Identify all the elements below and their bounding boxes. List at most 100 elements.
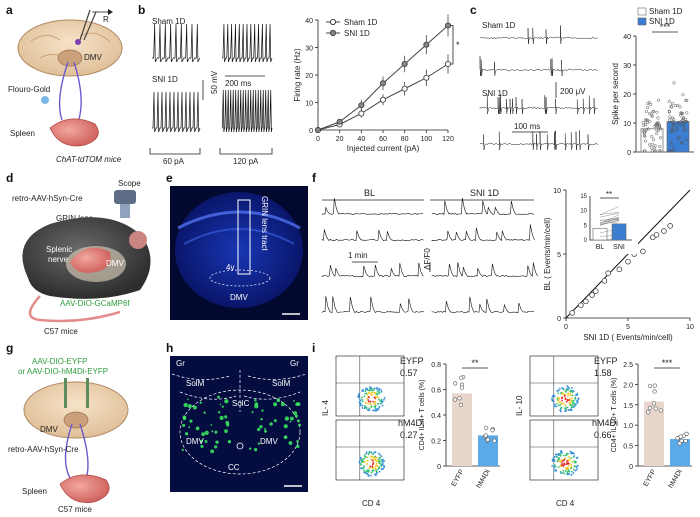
flow-il4-eyfp-event (367, 400, 370, 403)
f-inset-pair (599, 235, 620, 237)
flow-il4-hm4di-event (378, 466, 380, 469)
c-dot (674, 128, 678, 132)
flow-il10-hm4di-event (564, 457, 567, 460)
gfp-cell (217, 411, 221, 414)
panel-g-schematic: AAV-DIO-EYFP or AAV-DIO-hM4Di-EYFP DMV r… (8, 357, 129, 514)
trace-sni-60pa (152, 91, 201, 133)
c-dot (667, 99, 671, 103)
i-il10-ytick-label: 2.0 (623, 382, 633, 389)
flow-il4-eyfp-event (362, 390, 364, 393)
i-il4-sig: ** (471, 358, 479, 368)
c-dot (652, 138, 656, 142)
i-il10-xlabel-0: EYFP (643, 468, 658, 488)
f-trace-sni-3 (431, 296, 535, 314)
c-dot (655, 132, 659, 136)
flow-il10-hm4di-event (565, 453, 568, 456)
b-legend-marker (329, 18, 337, 26)
f-xlabel: SNI 1D ( Events/min/cell) (583, 333, 673, 342)
flow-il4-hm4di-event (380, 465, 383, 467)
flow-il10-hm4di (529, 419, 599, 481)
panel-b-traces: Sham 1D (152, 17, 273, 133)
flow-il10-hm4di-event (570, 470, 573, 473)
f-ytick-label: 0 (557, 316, 561, 323)
flow-il10-hm4di-event (559, 471, 562, 473)
dmv-marker (75, 39, 81, 45)
i-il4-ytick-label: 0.2 (431, 439, 441, 446)
f-inset-bg (576, 190, 638, 254)
flow-il4-eyfp-event (369, 400, 372, 403)
flow-il10-hm4di-event (558, 458, 560, 461)
flow-il4-eyfp-event (368, 409, 371, 412)
i-il4-ylabel: IL- 4 (321, 399, 330, 416)
flow-il10-eyfp-event (564, 397, 567, 400)
current-label-120: 120 pA (233, 157, 259, 166)
flow-il4-hm4di-event (366, 463, 369, 466)
flow-il4-eyfp-event (370, 387, 373, 390)
flow-il10-eyfp-event (561, 399, 563, 402)
i-il4-dot (452, 397, 458, 402)
flow-il4-eyfp-event (358, 396, 360, 398)
flow-il10-hm4di-event (561, 458, 563, 461)
flow-il10-hm4di-event (567, 464, 570, 467)
gfp-cell (289, 416, 294, 421)
h-gr-right: Gr (290, 359, 299, 368)
b-legend-label: Sham 1D (344, 18, 378, 27)
flow-il10-eyfp-event (562, 387, 565, 390)
c-dot (659, 127, 663, 131)
flow-il4-hm4di-event (360, 463, 363, 466)
flow-il4-hm4di-event (372, 469, 375, 472)
i-il10-dot (646, 410, 651, 415)
g-spleen-label: Spleen (22, 487, 47, 496)
flow-il10-eyfp-event (573, 399, 575, 402)
g-mice-label: C57 mice (58, 505, 92, 514)
c-dot (668, 115, 672, 119)
dmv-label: DMV (84, 53, 102, 62)
i-il4-dot (459, 385, 465, 390)
b-point (358, 110, 365, 117)
flow-il4-hm4di-event (367, 453, 370, 456)
flow-il4-hm4di-event (377, 452, 380, 455)
flow-il10-eyfp-event (564, 407, 567, 410)
flow-il10-eyfp-event (558, 397, 561, 400)
c-dot (676, 121, 680, 125)
c-dot (667, 110, 671, 114)
i-il10-dot (652, 389, 657, 394)
c-dot (676, 137, 680, 141)
flow-il10-hm4di-event (571, 452, 573, 455)
flow-il10-eyfp-event (565, 409, 568, 412)
flow-il4-eyfp-event (358, 404, 361, 407)
gfp-cell (294, 414, 298, 418)
gfp-cells (181, 395, 301, 454)
c-ytick-label: 30 (623, 63, 631, 70)
b-xtick-label: 80 (401, 136, 409, 143)
flow-il10-eyfp-event (553, 405, 555, 408)
i-il4-v1: 0.57 (400, 368, 418, 378)
flow-il4-hm4di-event (377, 468, 379, 471)
i-il4-dot (483, 433, 488, 438)
i-il4-dot (492, 438, 497, 443)
i-il10-bar-0 (644, 401, 664, 466)
i-il10-dot (683, 438, 688, 444)
flow-il10-hm4di-event (567, 456, 570, 458)
step-60 (149, 148, 201, 155)
h-dmv-right: DMV (260, 437, 278, 446)
i-il10-xlabel-1: hM4Di (668, 468, 684, 489)
i-il10-dot (647, 405, 653, 411)
flow-il10-hm4di-event (563, 458, 566, 461)
gfp-cell (211, 430, 214, 433)
tracer-syringe-tip (41, 96, 49, 104)
flow-il4-hm4di-event (379, 462, 382, 465)
f-point (653, 232, 660, 238)
d-nerve-label: nerve (48, 255, 69, 264)
i-il10-dot (684, 431, 689, 436)
c-dot (644, 109, 648, 113)
flow-il10-hm4di-event (572, 456, 575, 459)
flow-il4-hm4di-event (363, 453, 366, 456)
c-dot (649, 146, 653, 150)
flow-il4-eyfp-event (365, 401, 367, 404)
i-il4-xlabel-0: EYFP (451, 468, 466, 488)
f-point (661, 228, 667, 234)
flow-il10-eyfp-event (553, 395, 556, 398)
flow-il4-eyfp-event (380, 389, 383, 392)
